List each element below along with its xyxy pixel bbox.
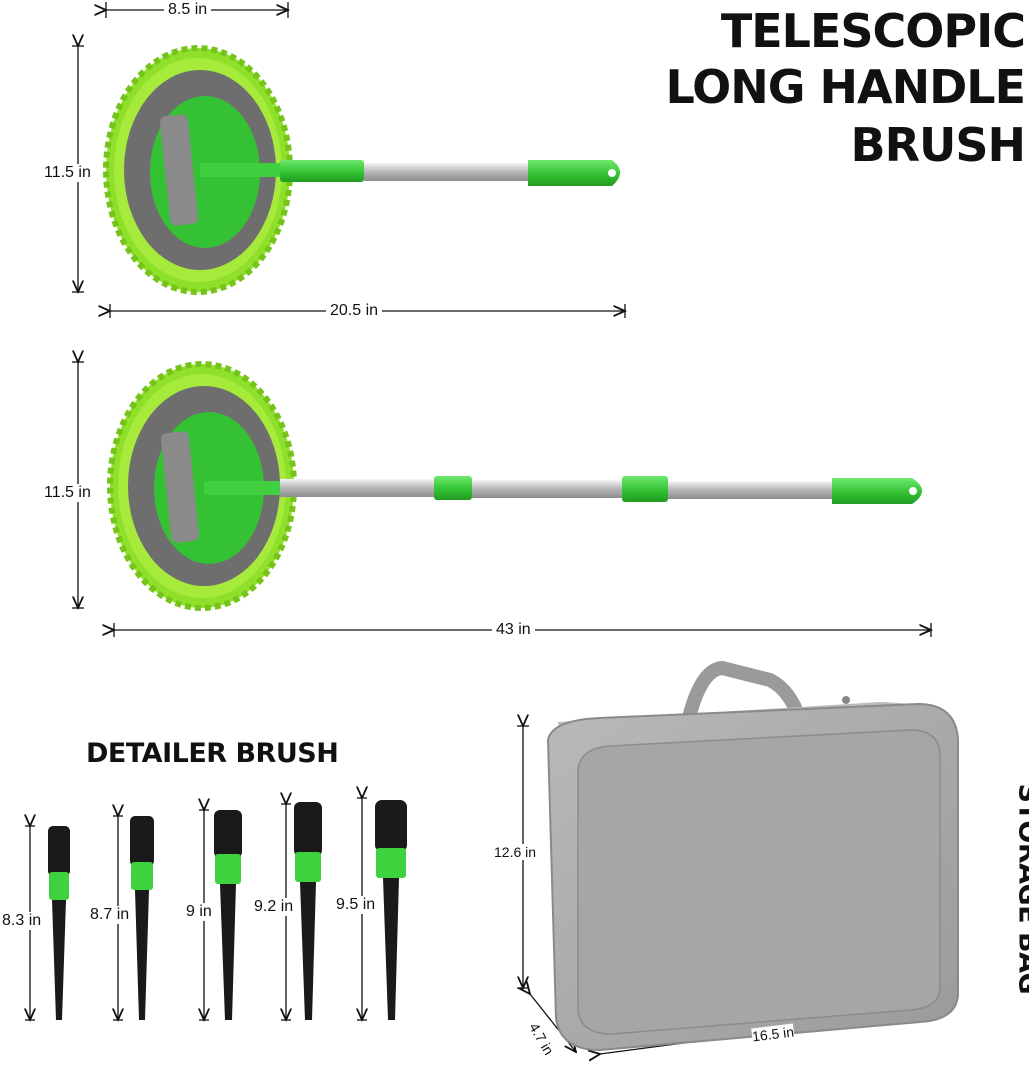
mop-short-length-label: 20.5 in	[326, 302, 383, 320]
mop-long-height-label: 11.5 in	[44, 484, 91, 502]
detailer-size-2: 8.7 in	[88, 906, 132, 924]
detailer-brush-5	[357, 798, 407, 1020]
heading-line2: LONG HANDLE	[665, 60, 1026, 114]
storage-bag	[517, 660, 959, 1054]
storage-bag-title: STORAGE BAG	[1012, 783, 1029, 995]
mop-short-width-label: 8.5 in	[164, 1, 212, 19]
heading-line3: BRUSH	[850, 118, 1026, 172]
mop-long-length-label: 43 in	[492, 621, 535, 639]
detailer-brushes	[25, 798, 407, 1020]
detailer-title: DETAILER BRUSH	[86, 738, 339, 769]
mop-long	[72, 362, 931, 637]
detailer-brush-2	[113, 816, 154, 1020]
heading-line1: TELESCOPIC	[720, 4, 1026, 58]
storage-bag-height-label: 12.6 in	[494, 844, 537, 860]
detailer-size-1: 8.3 in	[0, 912, 44, 930]
mop-short	[72, 2, 625, 318]
mop-short-height-label: 11.5 in	[44, 164, 91, 182]
detailer-brush-3	[199, 810, 242, 1020]
detailer-size-4: 9.2 in	[252, 898, 296, 916]
detailer-brush-4	[281, 802, 322, 1020]
detailer-size-5: 9.5 in	[334, 896, 378, 914]
detailer-size-3: 9 in	[184, 903, 214, 921]
detailer-brush-1	[25, 826, 70, 1020]
